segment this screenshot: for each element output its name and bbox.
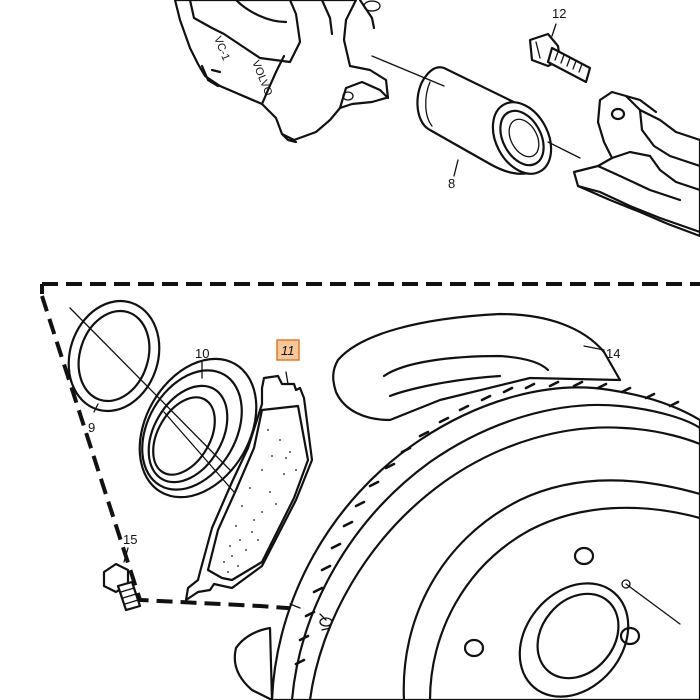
piston xyxy=(416,66,553,175)
callout-8: 8 xyxy=(448,176,455,191)
caliper-bracket xyxy=(572,90,700,238)
callout-9: 9 xyxy=(88,420,95,435)
guide-bolt xyxy=(528,32,592,84)
disc-vent-slots xyxy=(294,380,680,666)
dashed-group-frame xyxy=(40,282,700,614)
caliper-bolt xyxy=(102,547,142,612)
callout-14: 14 xyxy=(606,346,620,361)
brake-shield xyxy=(233,312,622,700)
caliper-housing: VOLVO VC-1 xyxy=(173,0,390,144)
callout-11: 11 xyxy=(281,343,295,358)
callout-10: 10 xyxy=(195,346,209,361)
pad-friction-texture xyxy=(223,429,297,573)
brake-pad xyxy=(184,371,314,602)
callout-11-highlight: 11 xyxy=(276,339,300,361)
brake-disc xyxy=(270,380,700,700)
callout-12: 12 xyxy=(552,6,566,21)
leader-lines-lower xyxy=(69,307,301,609)
dust-boot xyxy=(138,357,258,499)
callout-15: 15 xyxy=(123,532,137,547)
callout-labels: 12 8 10 9 14 15 11 xyxy=(88,6,620,547)
leader-lines-upper xyxy=(371,23,581,177)
seal-ring xyxy=(67,299,161,413)
